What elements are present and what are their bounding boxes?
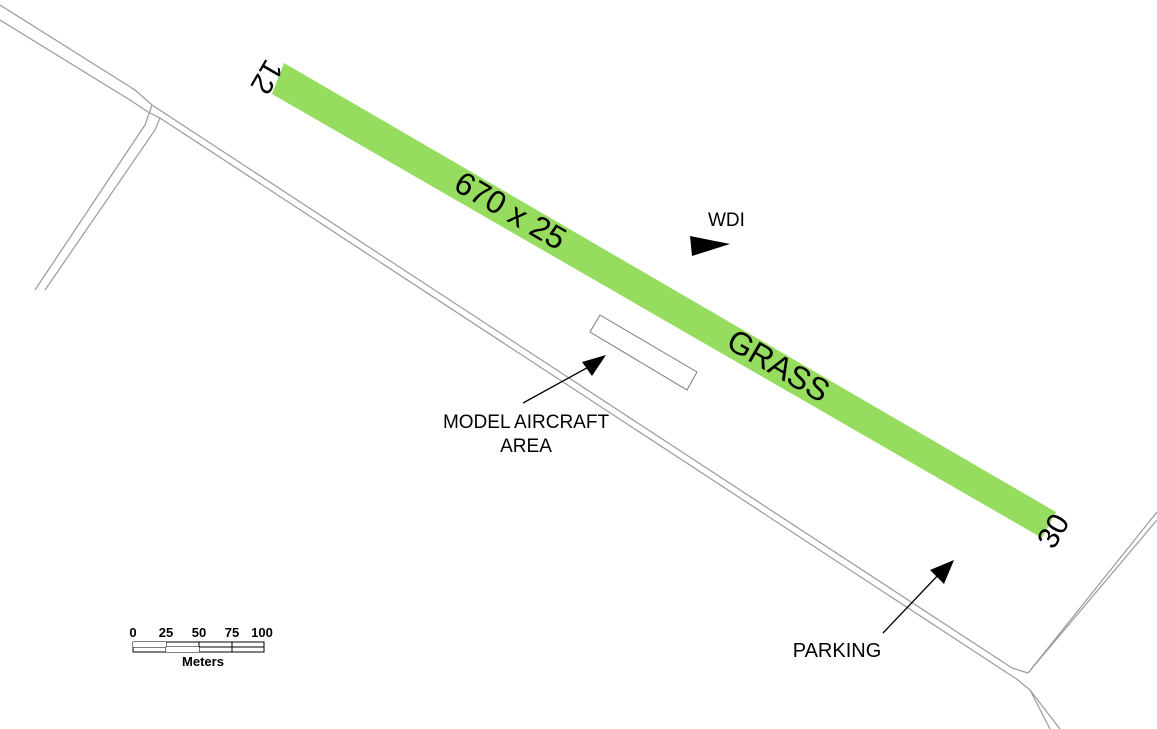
- model-aircraft-label-line2: AREA: [500, 436, 552, 457]
- model-aircraft-area-outline: [589, 314, 698, 391]
- left-branch-road-outer: [34, 104, 153, 291]
- main-road-lower-edge: [0, 19, 1061, 729]
- runway-dimensions: 670 x 25: [448, 164, 572, 257]
- scale-tick-100: 100: [251, 625, 273, 640]
- main-road-upper-edge: [0, 4, 1157, 674]
- wdi-icon: [690, 236, 730, 256]
- scale-tick-25: 25: [159, 625, 173, 640]
- model-aircraft-label-line1: MODEL AIRCRAFT: [443, 412, 609, 433]
- road-network: [0, 4, 1157, 729]
- scale-unit: Meters: [182, 654, 224, 669]
- parking-label: PARKING: [793, 640, 882, 662]
- runway-surface: GRASS: [721, 322, 836, 409]
- runway: [272, 63, 1056, 538]
- wdi-label: WDI: [708, 210, 745, 231]
- right-branch-road-outer: [1027, 519, 1157, 674]
- scale-tick-50: 50: [192, 625, 206, 640]
- parking-arrow: [882, 560, 954, 634]
- scale-bar: 0 25 50 75 100 Meters: [129, 625, 272, 669]
- wind-direction-indicator: WDI: [690, 210, 745, 256]
- left-branch-road-inner: [44, 117, 161, 291]
- model-aircraft-arrow: [522, 355, 606, 404]
- right-branch-road-lower: [1029, 689, 1051, 729]
- scale-tick-0: 0: [129, 625, 136, 640]
- scale-tick-75: 75: [225, 625, 239, 640]
